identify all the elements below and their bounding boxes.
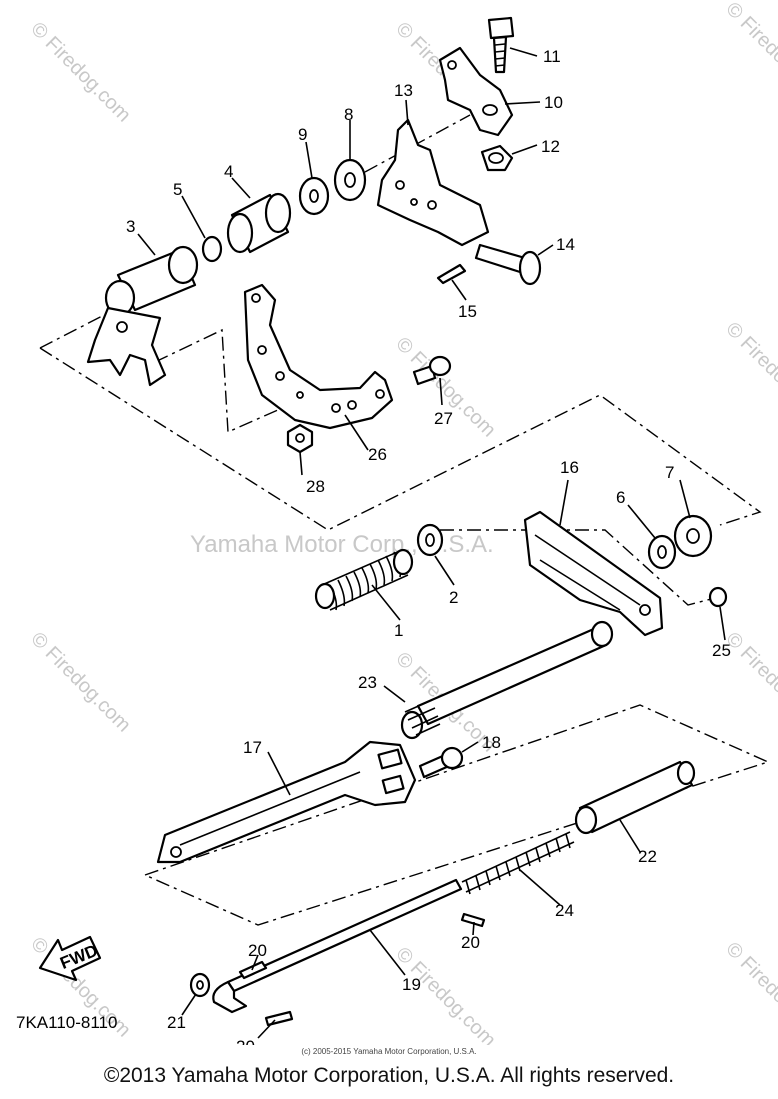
control-rod [212,878,463,1014]
callout-15: 15 [458,302,477,321]
small-copyright-notice: (c) 2005-2015 Yamaha Motor Corporation, … [301,1047,477,1056]
pin [474,243,542,286]
callout-23: 23 [358,673,377,692]
callout-numbers: 11 10 12 13 8 9 4 5 3 14 15 27 26 28 16 … [126,47,731,1045]
spring [314,548,414,611]
nut [480,144,514,172]
callout-28: 28 [306,477,325,496]
callout-16: 16 [560,458,579,477]
callout-3: 3 [126,217,135,236]
callout-9: 9 [298,125,307,144]
callout-1: 1 [394,621,403,640]
callout-2: 2 [449,588,458,607]
cotter-pin [264,1010,294,1027]
firedog-watermark: © Firedog.com [26,18,135,127]
callout-24: 22 [638,847,657,866]
bracket [376,118,490,247]
collar [226,192,292,254]
washer [189,972,211,998]
assembly-lines [39,114,770,926]
callout-20: 20 [236,1037,255,1045]
center-watermark: Yamaha Motor Corp., U.S.A. [190,531,494,558]
diagram-code: 7KA110-8110 [16,1013,117,1032]
callout-12: 12 [541,137,560,156]
callout-11: 11 [543,47,561,66]
lever-arm [156,740,417,864]
callout-27: 27 [434,409,453,428]
callout-6: 6 [616,488,625,507]
callout-20: 20 [461,933,480,952]
firedog-watermark: © Firedog.com [721,938,778,1045]
washer [673,514,713,558]
slide-arm [523,510,664,637]
copyright-footer: ©2013 Yamaha Motor Corporation, U.S.A. A… [103,1064,675,1087]
firedog-watermark: © Firedog.com [721,0,778,106]
callout-21: 21 [167,1013,186,1032]
cotter-pin [460,912,486,928]
shift-arm [86,245,199,387]
callout-19: 19 [402,975,421,994]
bolt [487,16,515,74]
callout-20: 20 [248,941,267,960]
callout-22: 25 [712,641,731,660]
callout-17: 17 [243,738,262,757]
callout-25: 24 [555,901,574,920]
washer [298,176,330,216]
bolt [418,746,464,779]
spring [461,831,575,895]
washer [708,586,728,608]
nut [286,423,314,454]
callout-26: 26 [368,445,387,464]
clamp-plate [438,46,514,137]
callout-4: 4 [224,162,233,181]
callout-18: 18 [482,733,501,752]
shaft [400,620,614,740]
callout-13: 13 [394,81,413,100]
firedog-watermark: © Firedog.com [721,318,778,427]
cotter-pin [436,263,467,285]
clip-ring [201,235,223,263]
washer [333,158,367,202]
callout-5: 5 [173,180,182,199]
firedog-watermark: © Firedog.com [26,628,135,737]
washer [416,523,444,557]
callout-14: 14 [556,235,575,254]
callout-8: 8 [344,105,353,124]
washer [647,534,677,570]
leader-lines [137,47,726,1039]
tube [574,760,696,835]
callout-7: 7 [665,463,674,482]
curved-bracket [243,283,394,430]
exploded-parts-diagram: Yamaha Motor Corp., U.S.A. © Firedog.com… [16,0,778,1045]
callout-10: 10 [544,93,563,112]
bolt [412,355,452,386]
